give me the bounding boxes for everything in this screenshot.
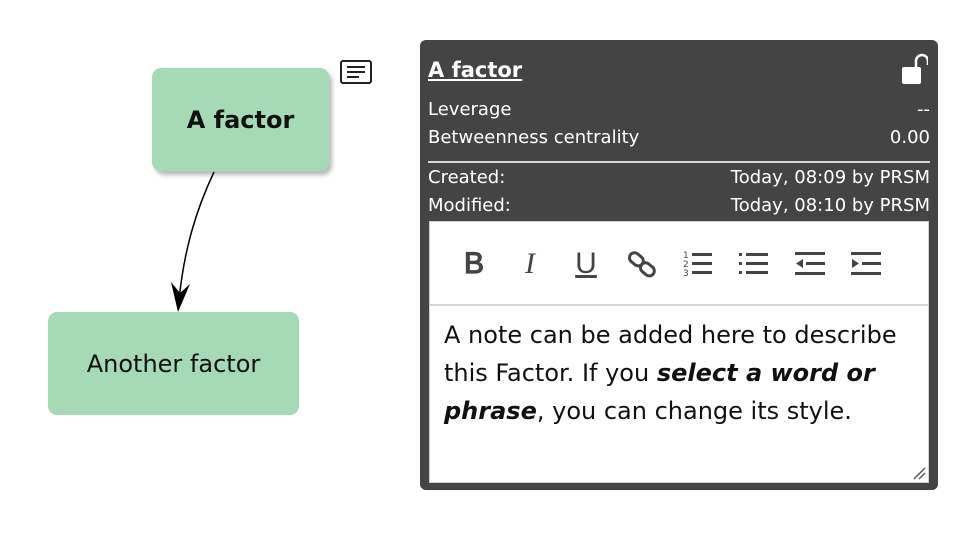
link-button[interactable] [625, 248, 659, 280]
bold-icon: B [463, 247, 484, 280]
created-value: Today, 08:09 by PRSM [730, 166, 930, 188]
edge-a-to-b[interactable] [178, 171, 215, 301]
note-editor[interactable]: B I U 1 2 3 [429, 221, 929, 483]
factor-node-a-label: A factor [186, 105, 295, 134]
outdent-icon [795, 252, 825, 275]
panel-title[interactable]: A factor [428, 58, 523, 82]
ordered-list-button[interactable]: 1 2 3 [681, 248, 715, 280]
underline-icon: U [575, 247, 597, 280]
created-row: Created: Today, 08:09 by PRSM [428, 164, 930, 190]
modified-value: Today, 08:10 by PRSM [730, 194, 930, 216]
svg-text:3: 3 [683, 269, 689, 279]
note-text-part-2: , you can change its style. [536, 397, 852, 425]
bold-button[interactable]: B [457, 248, 491, 280]
underline-button[interactable]: U [569, 248, 603, 280]
modified-row: Modified: Today, 08:10 by PRSM [428, 192, 930, 218]
editor-toolbar: B I U 1 2 3 [430, 222, 928, 306]
edge-arrowhead [171, 282, 190, 312]
outdent-button[interactable] [793, 248, 827, 280]
stat-value: -- [917, 98, 930, 120]
note-text-bold-italic: select a word or phrase [444, 359, 875, 425]
panel-divider [428, 161, 930, 163]
indent-button[interactable] [849, 248, 883, 280]
stat-row-betweenness: Betweenness centrality 0.00 [428, 124, 930, 150]
factor-node-b-label: Another factor [86, 349, 261, 378]
italic-button[interactable]: I [513, 248, 547, 280]
svg-text:2: 2 [683, 260, 689, 270]
bullet-list-icon [739, 253, 768, 274]
bullet-list-button[interactable] [737, 248, 771, 280]
factor-node-a[interactable]: A factor [152, 68, 329, 171]
stat-label: Betweenness centrality [428, 126, 640, 148]
svg-text:1: 1 [683, 251, 689, 261]
indent-icon [851, 252, 881, 275]
note-icon[interactable] [340, 60, 372, 84]
unlocked-padlock-icon[interactable] [900, 52, 928, 86]
resize-grip-icon[interactable] [912, 466, 926, 480]
note-text-part-1: A note can be added here to describe thi… [444, 321, 897, 387]
stat-value: 0.00 [889, 126, 930, 148]
stat-label: Leverage [428, 98, 512, 120]
factor-node-b[interactable]: Another factor [48, 312, 299, 415]
ordered-list-icon: 1 2 3 [683, 251, 712, 279]
stat-row-leverage: Leverage -- [428, 96, 930, 122]
factor-details-panel: A factor Leverage -- Betweenness central… [420, 40, 938, 490]
created-label: Created: [428, 166, 506, 188]
link-icon [627, 251, 656, 278]
modified-label: Modified: [428, 194, 511, 216]
italic-icon: I [525, 247, 535, 280]
note-text[interactable]: A note can be added here to describe thi… [444, 316, 914, 430]
